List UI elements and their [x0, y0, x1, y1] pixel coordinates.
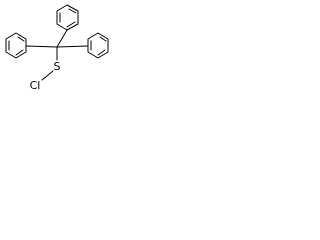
trityl-sulfenyl-chloride-structure: S Cl [5, 4, 109, 92]
bond-to-left-phenyl [25, 45, 58, 48]
sulfur-atom-label: S [54, 60, 61, 73]
chlorine-atom-label: Cl [30, 79, 41, 92]
bond-to-top-phenyl [56, 29, 68, 48]
right-phenyl-ring [87, 32, 109, 59]
left-phenyl-ring [5, 32, 27, 59]
top-phenyl-ring [56, 4, 79, 31]
bond-to-right-phenyl [56, 45, 89, 48]
bond-sulfur-chlorine [41, 70, 54, 81]
central-carbon-bonds [25, 29, 89, 81]
